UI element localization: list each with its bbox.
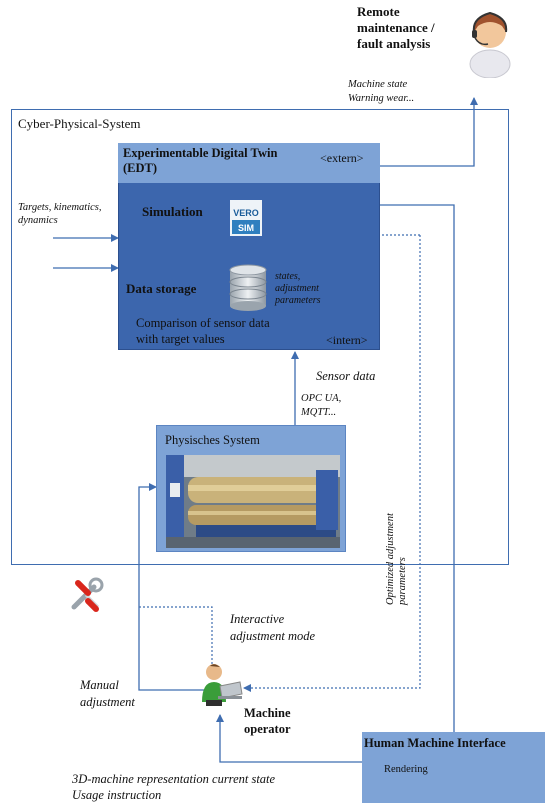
optimized-params-label: Optimized adjustment parameters xyxy=(385,513,408,605)
verosim-logo: VERO SIM xyxy=(230,200,262,236)
edt-intern-label: <intern> xyxy=(326,333,368,347)
machine-state-label: Machine state xyxy=(348,79,408,90)
opc-ua-label: OPC UA, xyxy=(301,393,342,404)
comparison-text: Comparison of sensor data with target va… xyxy=(136,316,270,346)
svg-text:SIM: SIM xyxy=(238,223,254,233)
warning-wear-label: Warning wear... xyxy=(348,93,415,104)
interactive-mode-label: Interactive adjustment mode xyxy=(230,612,316,643)
hmi-rendering-label: Rendering xyxy=(384,764,428,775)
cyber-physical-system-frame xyxy=(11,109,509,565)
cps-title: Cyber-Physical-System xyxy=(18,116,141,131)
footer-line-1: 3D-machine representation current state xyxy=(72,772,276,786)
protocol-annotation: OPC UA, MQTT... xyxy=(301,392,341,420)
arrow-edt-to-hmi xyxy=(380,204,455,732)
arrow-optimized-params xyxy=(243,235,421,692)
machine-state-annotation: Machine state Warning wear... xyxy=(348,78,414,106)
edt-header xyxy=(118,143,380,183)
targets-annotation: Targets, kinematics, dynamics xyxy=(18,202,102,226)
machine-operator-label: Machine operator xyxy=(244,706,291,736)
data-storage-params: states, adjustment parameters xyxy=(275,271,321,306)
edt-title: Experimentable Digital Twin (EDT) xyxy=(123,146,278,175)
footer-line-2: Usage instruction xyxy=(72,788,162,802)
remote-maintenance-title: Remote maintenance / fault analysis xyxy=(357,4,435,51)
mqtt-label: MQTT... xyxy=(301,407,337,418)
arrow-hmi-to-operator xyxy=(216,714,362,763)
dotted-interactive-mode xyxy=(139,606,213,668)
arrow-edt-to-remote xyxy=(380,97,478,167)
edt-extern-label: <extern> xyxy=(320,151,364,165)
arrow-manual-adjustment xyxy=(138,483,206,691)
wrench-screwdriver-icon xyxy=(71,577,104,612)
hmi-box xyxy=(362,732,545,803)
manual-adjustment-label: Manual adjustment xyxy=(80,678,135,709)
footer-annotation: 3D-machine representation current state … xyxy=(72,771,275,803)
svg-text:VERO: VERO xyxy=(233,208,259,218)
simulation-label: Simulation xyxy=(142,204,203,219)
database-icon xyxy=(229,264,267,311)
machine-photo xyxy=(166,455,340,548)
physical-system-title: Physisches System xyxy=(165,433,260,447)
hmi-title: Human Machine Interface xyxy=(364,736,506,750)
data-storage-label: Data storage xyxy=(126,281,197,296)
sensor-data-label: Sensor data xyxy=(316,369,376,383)
operator-laptop-icon xyxy=(202,664,243,706)
headset-user-icon xyxy=(469,11,511,78)
